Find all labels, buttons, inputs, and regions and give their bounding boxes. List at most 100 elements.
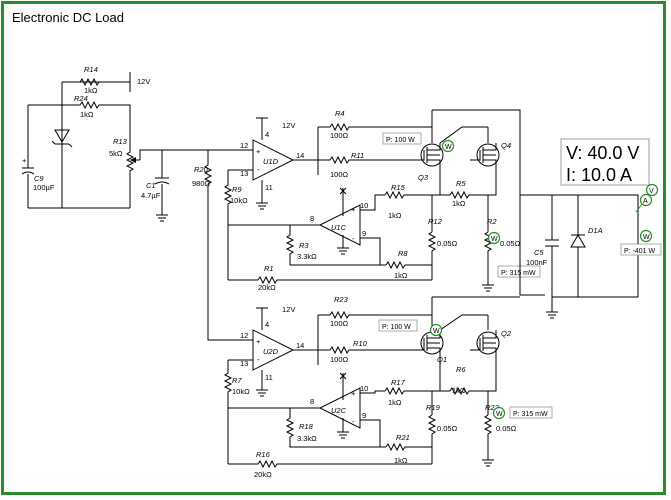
svg-text:13: 13 (240, 359, 248, 368)
svg-text:+: + (256, 337, 261, 346)
u2c-ref: U2C (331, 406, 347, 415)
svg-text:10: 10 (360, 384, 368, 393)
r7-ref: R7 (232, 376, 242, 385)
r15-ref: R15 (391, 183, 406, 192)
q3-ref: Q3 (418, 173, 429, 182)
r11-ref: R11 (351, 151, 364, 160)
r8-value: 1kΩ (394, 271, 408, 280)
output-section: C5 100nF D1A V: 40.0 V I: 10.0 A V A P: … (519, 138, 662, 319)
svg-text:8: 8 (310, 397, 314, 406)
r6-ref: R6 (456, 365, 466, 374)
svg-text:+: + (351, 389, 356, 398)
r20-value: 980Ω (192, 179, 211, 188)
r9-ref: R9 (232, 185, 242, 194)
r17-ref: R17 (391, 378, 406, 387)
c9-ref: C9 (34, 174, 44, 183)
r18-ref: R18 (299, 422, 314, 431)
r2-ref: R2 (487, 217, 497, 226)
r14-value: 1kΩ (84, 86, 98, 95)
svg-text:11: 11 (265, 373, 273, 382)
r22-power-probe: P: 315 mW (513, 411, 548, 418)
svg-text:-: - (352, 417, 355, 426)
r10-ref: R10 (353, 339, 368, 348)
svg-text:+: + (256, 147, 261, 156)
r4-ref: R4 (335, 109, 345, 118)
r21-ref: R21 (396, 433, 410, 442)
q1-ref: Q1 (437, 355, 447, 364)
d1a-ref: D1A (588, 226, 603, 235)
supply-12v-top-label: 12V (137, 77, 150, 86)
svg-text:8: 8 (310, 214, 314, 223)
r19-value: 0.05Ω (437, 424, 458, 433)
r16-value: 20kΩ (254, 470, 272, 479)
r4-value: 100Ω (330, 131, 349, 140)
r13-value: 5kΩ (109, 149, 123, 158)
svg-text:A: A (643, 198, 648, 205)
svg-text:14: 14 (296, 341, 304, 350)
svg-text:4: 4 (265, 320, 269, 329)
svg-text:11: 11 (265, 183, 273, 192)
svg-text:-: - (257, 165, 260, 174)
c5-ref: C5 (534, 248, 544, 257)
svg-text:12: 12 (240, 331, 248, 340)
r14-ref: R14 (84, 65, 98, 74)
u1c-opamp (318, 204, 361, 246)
r23-ref: R23 (334, 295, 349, 304)
r12-value: 0.05Ω (437, 239, 458, 248)
r1-value: 20kΩ (258, 283, 276, 292)
u2d-ref: U2D (263, 347, 279, 356)
r22-ref: R22 (485, 403, 500, 412)
svg-text:4: 4 (265, 130, 269, 139)
r5-ref: R5 (456, 179, 466, 188)
r20-ref: R20 (194, 165, 209, 174)
r1-ref: R1 (264, 264, 274, 273)
schematic-title: Electronic DC Load (12, 10, 124, 25)
r23-value: 100Ω (330, 319, 349, 328)
svg-text:9: 9 (362, 411, 366, 420)
r5-value: 1kΩ (452, 199, 466, 208)
schematic-frame (1, 1, 666, 495)
u1c-ref: U1C (331, 223, 347, 232)
svg-text:W: W (445, 144, 452, 151)
r6-value: 1kΩ (452, 386, 466, 395)
r3-ref: R3 (299, 241, 309, 250)
r24-ref: R24 (74, 94, 88, 103)
svg-text:12: 12 (240, 141, 248, 150)
svg-text:14: 14 (296, 151, 304, 160)
q4-ref: Q4 (501, 141, 511, 150)
r15-value: 1kΩ (388, 211, 402, 220)
r2-power-probe: P: 315 mW (501, 270, 536, 277)
svg-text:-: - (257, 355, 260, 364)
channel-2: U2D 12 13 + - 12V 4 11 14 R7 10kΩ R23 10… (223, 295, 553, 479)
supply-12v-u2-label: 12V (282, 305, 295, 314)
c9-value: 100µF (33, 183, 55, 192)
meter-voltage: V: 40.0 V (566, 143, 639, 163)
r9-value: 10kΩ (230, 196, 248, 205)
r19-ref: R19 (426, 403, 441, 412)
r7-value: 10kΩ (232, 387, 250, 396)
svg-text:W: W (496, 411, 503, 418)
r12-ref: R12 (428, 217, 443, 226)
r21-value: 1kΩ (394, 456, 408, 465)
svg-text:V: V (649, 188, 654, 195)
svg-text:+: + (351, 205, 356, 214)
u1d-ref: U1D (263, 157, 279, 166)
r3-value: 3.3kΩ (297, 252, 317, 261)
r13-ref: R13 (113, 137, 128, 146)
q3-mosfet: Q3 (418, 143, 444, 182)
svg-text:+: + (22, 156, 27, 165)
svg-text:W: W (433, 328, 440, 335)
meter-power-probe: P: -401 W (624, 248, 656, 255)
svg-text:-: - (352, 234, 355, 243)
q1-power-probe: P: 100 W (382, 324, 411, 331)
r2-value: 0.05Ω (500, 239, 521, 248)
reference-section: 12V R14 1kΩ R24 1kΩ + C9 100µF R1 (21, 65, 240, 341)
svg-text:W: W (643, 234, 650, 241)
q4-mosfet: Q4 (476, 141, 511, 168)
u2c-opamp (318, 387, 361, 429)
r10-value: 100Ω (330, 355, 349, 364)
r11-value: 100Ω (330, 170, 349, 179)
channel-1: U1D 12 13 + - 12V 4 11 14 R9 10kΩ R4 100… (223, 109, 541, 292)
